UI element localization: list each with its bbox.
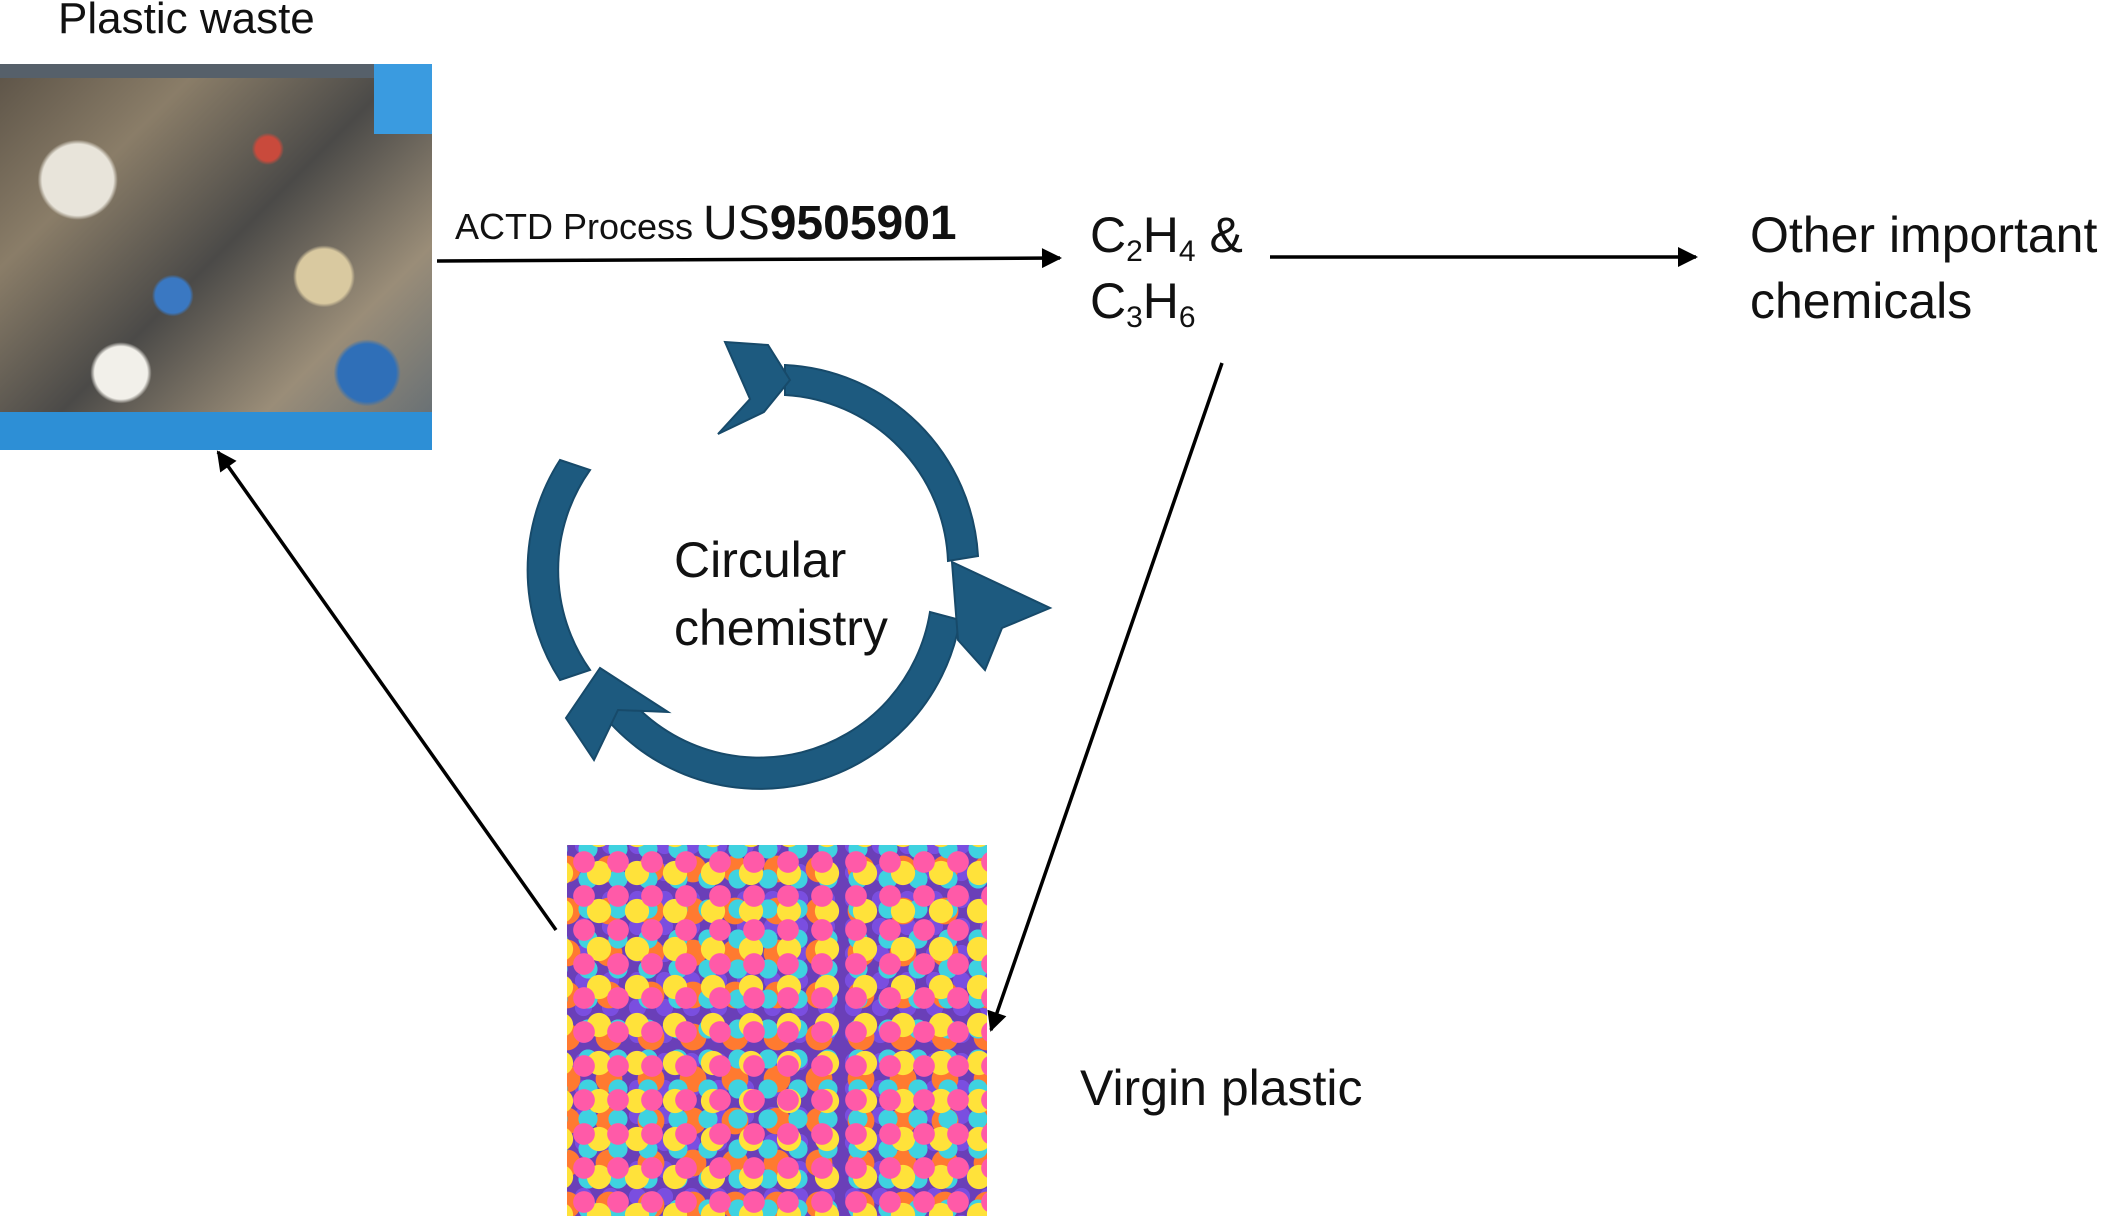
patent-prefix: US: [703, 197, 770, 250]
patent-number: 9505901: [769, 197, 957, 250]
carbon-count: 3: [1126, 301, 1143, 334]
blue-container-side: [374, 64, 432, 134]
warehouse-wall: [0, 64, 432, 78]
process-name: ACTD Process: [455, 206, 704, 247]
process-label: ACTD Process US9505901: [455, 196, 957, 251]
other-chemicals-line1: Other important: [1750, 207, 2098, 263]
propylene-formula: C3H6: [1090, 268, 1243, 334]
hydrogen-count: 6: [1178, 301, 1196, 334]
plastic-waste-photo: [0, 64, 432, 450]
carbon-symbol: C: [1090, 273, 1127, 329]
ethylene-formula: C2H4 &: [1090, 202, 1243, 268]
plastic-waste-label: Plastic waste: [58, 0, 315, 43]
blue-container-base: [0, 412, 432, 450]
circular-arrows-icon: [526, 340, 1053, 790]
virgin-plastic-label: Virgin plastic: [1080, 1060, 1363, 1116]
products-to-virgin-arrow: [987, 362, 1224, 1032]
virgin-to-waste-arrow: [216, 450, 558, 932]
circular-line2: chemistry: [674, 600, 888, 656]
carbon-symbol: C: [1090, 207, 1127, 263]
process-arrow: [436, 248, 1062, 269]
hydrogen-count: 4: [1178, 235, 1196, 268]
other-chemicals-label: Other important chemicals: [1750, 202, 2097, 334]
hydrogen-symbol: H: [1142, 207, 1179, 263]
circular-chemistry-label: Circular chemistry: [674, 526, 888, 662]
plastic-balls-photo: [567, 845, 987, 1216]
other-chemicals-line2: chemicals: [1750, 273, 1973, 329]
carbon-count: 2: [1126, 235, 1143, 268]
ampersand: &: [1195, 207, 1243, 263]
products-label: C2H4 & C3H6: [1090, 202, 1243, 334]
hydrogen-symbol: H: [1142, 273, 1179, 329]
circular-line1: Circular: [674, 532, 847, 588]
